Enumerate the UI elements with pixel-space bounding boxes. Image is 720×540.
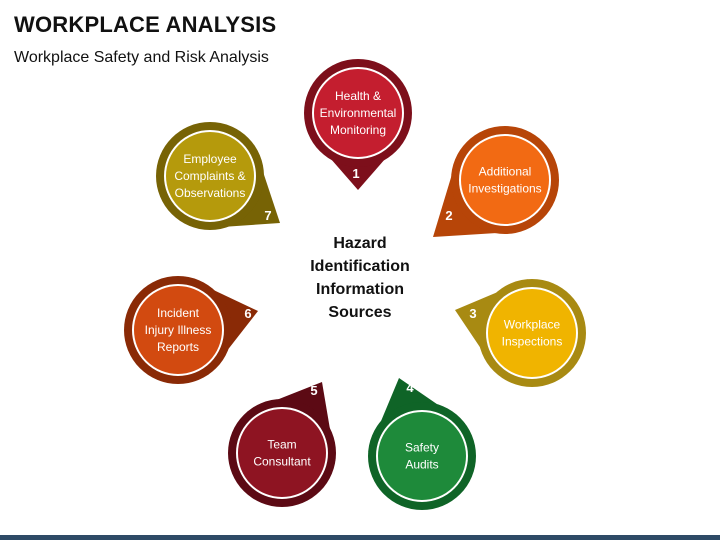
center-label-line: Sources: [328, 304, 392, 321]
marker-number: 7: [264, 208, 271, 223]
marker-label: Reports: [157, 340, 199, 354]
marker-label: Safety: [405, 441, 439, 455]
marker-number: 2: [445, 208, 452, 223]
marker-number: 1: [352, 166, 359, 181]
marker-disc: [164, 130, 256, 222]
marker-label: Audits: [405, 458, 438, 472]
marker-label: Workplace: [504, 318, 561, 332]
marker-number: 6: [244, 306, 251, 321]
center-label-line: Identification: [310, 258, 410, 275]
marker-label: Incident: [157, 306, 200, 320]
center-label: Hazard Identification Information Source…: [270, 232, 450, 324]
marker-disc: [376, 410, 468, 502]
marker-disc: [132, 284, 224, 376]
marker-disc: [459, 134, 551, 226]
marker-label: Team: [267, 438, 296, 452]
footer-bar: [0, 535, 720, 540]
marker-label: Consultant: [253, 455, 311, 469]
marker-number: 5: [310, 383, 317, 398]
page-subtitle: Workplace Safety and Risk Analysis: [14, 49, 269, 66]
marker-disc: [236, 407, 328, 499]
marker-label: Monitoring: [330, 123, 386, 137]
marker-disc: [312, 67, 404, 159]
center-label-line: Information: [316, 281, 404, 298]
marker-label: Inspections: [502, 335, 563, 349]
marker-label: Additional: [479, 165, 532, 179]
marker-label: Employee: [183, 152, 237, 166]
marker-number: 3: [469, 306, 476, 321]
marker-label: Environmental: [320, 106, 397, 120]
marker-number: 4: [406, 380, 414, 395]
marker-label: Injury Illness: [145, 323, 212, 337]
marker-label: Observations: [175, 186, 246, 200]
marker-label: Health &: [335, 89, 381, 103]
marker-label: Complaints &: [174, 169, 245, 183]
center-label-line: Hazard: [333, 235, 387, 252]
marker-label: Investigations: [468, 182, 541, 196]
marker-disc: [486, 287, 578, 379]
page-title: WORKPLACE ANALYSIS: [14, 12, 277, 37]
